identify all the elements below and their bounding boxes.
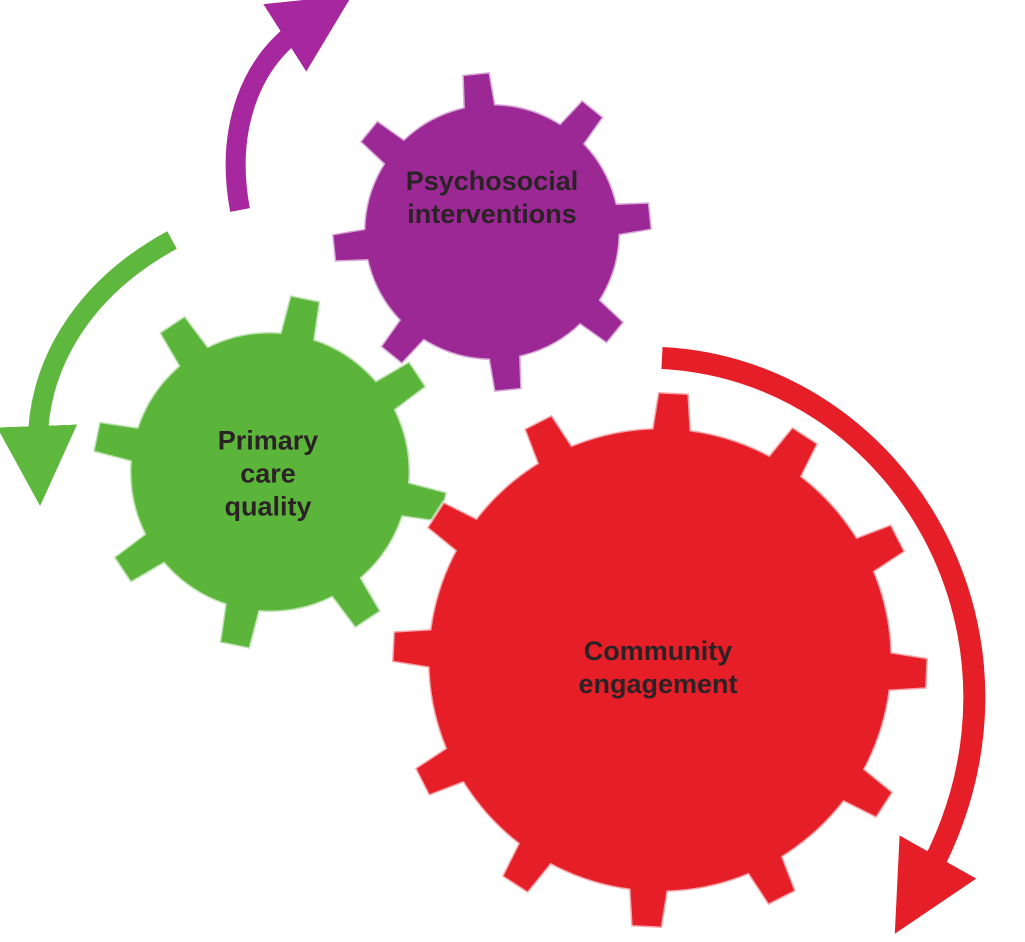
gear-community <box>390 390 930 930</box>
label-line: quality <box>224 491 312 522</box>
gear-label-community: Community engagement <box>578 635 737 701</box>
gear-primary <box>91 293 449 651</box>
gear-psychosocial <box>330 70 654 394</box>
arrow-red <box>661 347 986 934</box>
gear-label-primary: Primary care quality <box>218 425 319 524</box>
label-line: interventions <box>407 199 577 229</box>
label-line: Psychosocial <box>405 166 579 196</box>
gear-label-psychosocial: Psychosocial interventions <box>406 165 579 231</box>
arrow-purple <box>225 0 353 212</box>
arrow-green <box>0 231 177 506</box>
label-line: engagement <box>578 669 738 699</box>
label-line: care <box>240 458 296 489</box>
label-line: Primary <box>217 425 319 456</box>
label-line: Community <box>583 636 733 666</box>
